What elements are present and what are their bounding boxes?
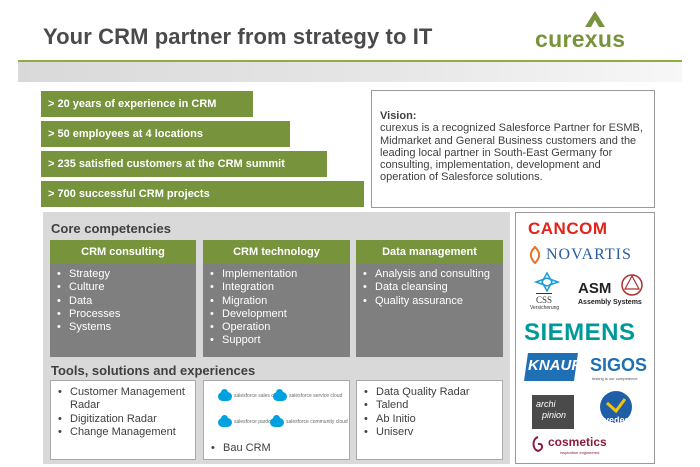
crm-consulting-header: CRM consulting	[50, 240, 196, 264]
cosmetics-logo: cosmetics	[548, 435, 607, 449]
salesforce-service-cloud-logo: salesforce service cloud	[273, 389, 343, 403]
list-item: Data	[56, 295, 196, 309]
novartis-logo: NOVARTIS	[546, 246, 632, 263]
list-item: Data cleansing	[362, 281, 503, 295]
salesforce-cloud-icon	[273, 389, 287, 402]
sf-brand: salesforce	[289, 393, 312, 399]
salesforce-sales-cloud-logo: salesforce sales cloud	[218, 389, 284, 403]
list-item: Integration	[209, 281, 350, 295]
header-divider	[18, 60, 682, 62]
crm-technology-list: Implementation Integration Migration Dev…	[203, 264, 350, 357]
page-title: Your CRM partner from strategy to IT	[43, 24, 433, 49]
vision-box: Vision: curexus is a recognized Salesfor…	[371, 90, 655, 208]
vedes-logo: vedes	[604, 415, 630, 425]
data-management-list: Analysis and consulting Data cleansing Q…	[356, 264, 503, 357]
css-logo: CSS	[536, 293, 553, 305]
list-item: Development	[209, 308, 350, 322]
highlight-customers: > 235 satisfied customers at the CRM sum…	[41, 151, 327, 177]
list-item: Culture	[56, 281, 196, 295]
highlight-employees: > 50 employees at 4 locations	[41, 121, 290, 147]
salesforce-logos: salesforce sales cloud salesforce servic…	[210, 386, 348, 434]
salesforce-community-cloud-logo: salesforce community cloud	[270, 415, 348, 429]
sf-product: community cloud	[310, 419, 348, 425]
list-item: Digitization Radar	[57, 413, 191, 427]
tools-salesforce-box: salesforce sales cloud salesforce servic…	[203, 380, 350, 460]
salesforce-pardot-logo: salesforce pardot	[218, 415, 273, 429]
novartis-flame-icon	[529, 246, 541, 264]
list-item: Quality assurance	[362, 295, 503, 309]
list-item: Change Management	[57, 426, 191, 440]
sf-brand: salesforce	[286, 419, 309, 425]
archipinion-logo-background	[532, 395, 574, 429]
list-item: Ab Initio	[363, 413, 498, 427]
asm-emblem-icon	[621, 274, 643, 296]
list-item: Analysis and consulting	[362, 268, 503, 282]
cancom-logo: CANCOM	[528, 219, 608, 238]
sf-product: sales cloud	[258, 393, 284, 399]
list-item: Bau CRM	[210, 442, 345, 456]
asm-subtitle: Assembly Systems	[578, 299, 642, 306]
header-gradient-bar	[18, 62, 682, 82]
list-item: Support	[209, 334, 350, 348]
vedes-logo-icon	[600, 391, 632, 423]
core-competencies-heading: Core competencies	[51, 221, 171, 236]
pinion-logo: pinion	[542, 410, 567, 420]
css-subtitle: Versicherung	[530, 305, 560, 311]
archi-logo: archi	[536, 399, 556, 409]
highlight-experience: > 20 years of experience in CRM	[41, 91, 253, 117]
siemens-logo: SIEMENS	[524, 319, 636, 346]
crm-consulting-list: Strategy Culture Data Processes Systems	[50, 264, 196, 357]
sigos-logo: SIGOS	[590, 355, 648, 375]
list-item: Customer Management Radar	[57, 386, 191, 413]
salesforce-cloud-icon	[270, 415, 284, 428]
sf-brand: salesforce	[234, 419, 257, 425]
list-item: Strategy	[56, 268, 196, 282]
list-item: Talend	[363, 399, 498, 413]
asm-logo: ASM	[578, 280, 612, 297]
vision-title: Vision:	[380, 110, 417, 122]
data-management-header: Data management	[356, 240, 503, 264]
sf-brand: salesforce	[234, 393, 257, 399]
sf-product: pardot	[258, 419, 273, 425]
tools-heading: Tools, solutions and experiences	[51, 363, 256, 378]
cosmetics-subtitle: inspiration engineered	[560, 450, 600, 455]
tools-radar-list: Customer Management Radar Digitization R…	[50, 380, 196, 460]
highlight-projects: > 700 successful CRM projects	[41, 181, 364, 207]
salesforce-cloud-icon	[218, 389, 232, 402]
knauf-logo: KNAUF	[528, 357, 581, 374]
css-flower-icon	[533, 271, 561, 293]
list-item: Processes	[56, 308, 196, 322]
cosmetics-swirl-icon	[532, 436, 544, 453]
vision-text: curexus is a recognized Salesforce Partn…	[380, 122, 643, 184]
list-item: Data Quality Radar	[363, 386, 498, 400]
sigos-subtitle: testing is our competence	[592, 376, 638, 381]
crm-technology-header: CRM technology	[203, 240, 350, 264]
curexus-logo-text: curexus	[535, 26, 626, 52]
sf-product: service cloud	[313, 393, 343, 399]
list-item: Systems	[56, 321, 196, 335]
customer-logos-panel: CANCOM NOVARTIS CSS Versicherung ASM Ass…	[515, 212, 655, 464]
list-item: Migration	[209, 295, 350, 309]
curexus-logo: curexus	[535, 10, 657, 52]
curexus-logo-mark-icon	[585, 11, 605, 27]
list-item: Uniserv	[363, 426, 498, 440]
salesforce-cloud-icon	[218, 415, 232, 428]
list-item: Operation	[209, 321, 350, 335]
tools-data-quality-list: Data Quality Radar Talend Ab Initio Unis…	[356, 380, 503, 460]
list-item: Implementation	[209, 268, 350, 282]
